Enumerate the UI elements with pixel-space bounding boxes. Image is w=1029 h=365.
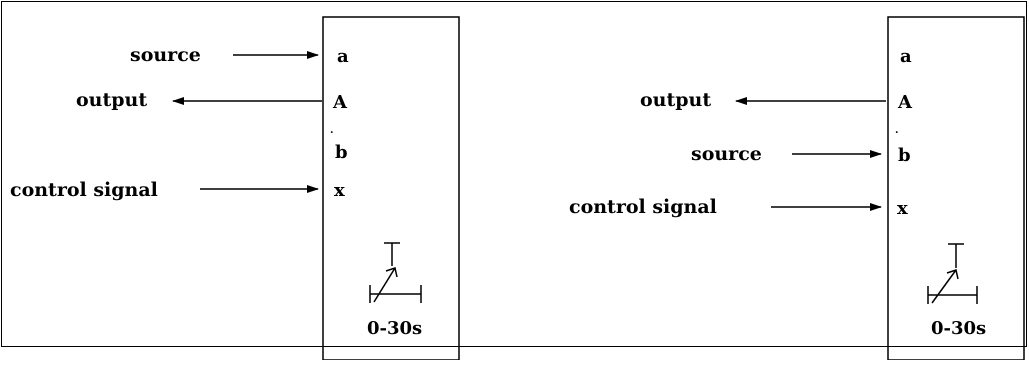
right-pin-a: a	[900, 46, 912, 67]
right-diagram: a A . b x output source control signal 0…	[569, 16, 1025, 361]
right-output-label: output	[640, 89, 711, 111]
right-pin-dot: .	[895, 125, 898, 136]
right-timer-range: 0-30s	[931, 318, 986, 339]
left-timer-range: 0-30s	[367, 318, 422, 339]
right-pin-x: x	[897, 198, 908, 219]
right-timer-icon	[927, 243, 978, 304]
left-pin-x: x	[334, 180, 345, 201]
right-control-signal-label: control signal	[569, 196, 717, 218]
outer-frame	[1, 1, 1027, 347]
left-control-signal-label: control signal	[10, 179, 158, 201]
left-output-label: output	[76, 89, 147, 111]
left-pin-A: A	[332, 92, 348, 113]
left-source-label: source	[130, 44, 201, 66]
left-timer-icon	[369, 242, 422, 303]
right-pin-A: A	[897, 92, 913, 113]
left-diagram: a A . b x source output control signal 0…	[10, 16, 460, 361]
left-pin-b: b	[335, 142, 348, 163]
right-source-label: source	[691, 143, 762, 165]
right-pin-b: b	[898, 145, 911, 166]
left-pin-a: a	[337, 46, 349, 67]
right-relay-box	[887, 16, 1025, 361]
left-pin-dot: .	[330, 125, 333, 136]
